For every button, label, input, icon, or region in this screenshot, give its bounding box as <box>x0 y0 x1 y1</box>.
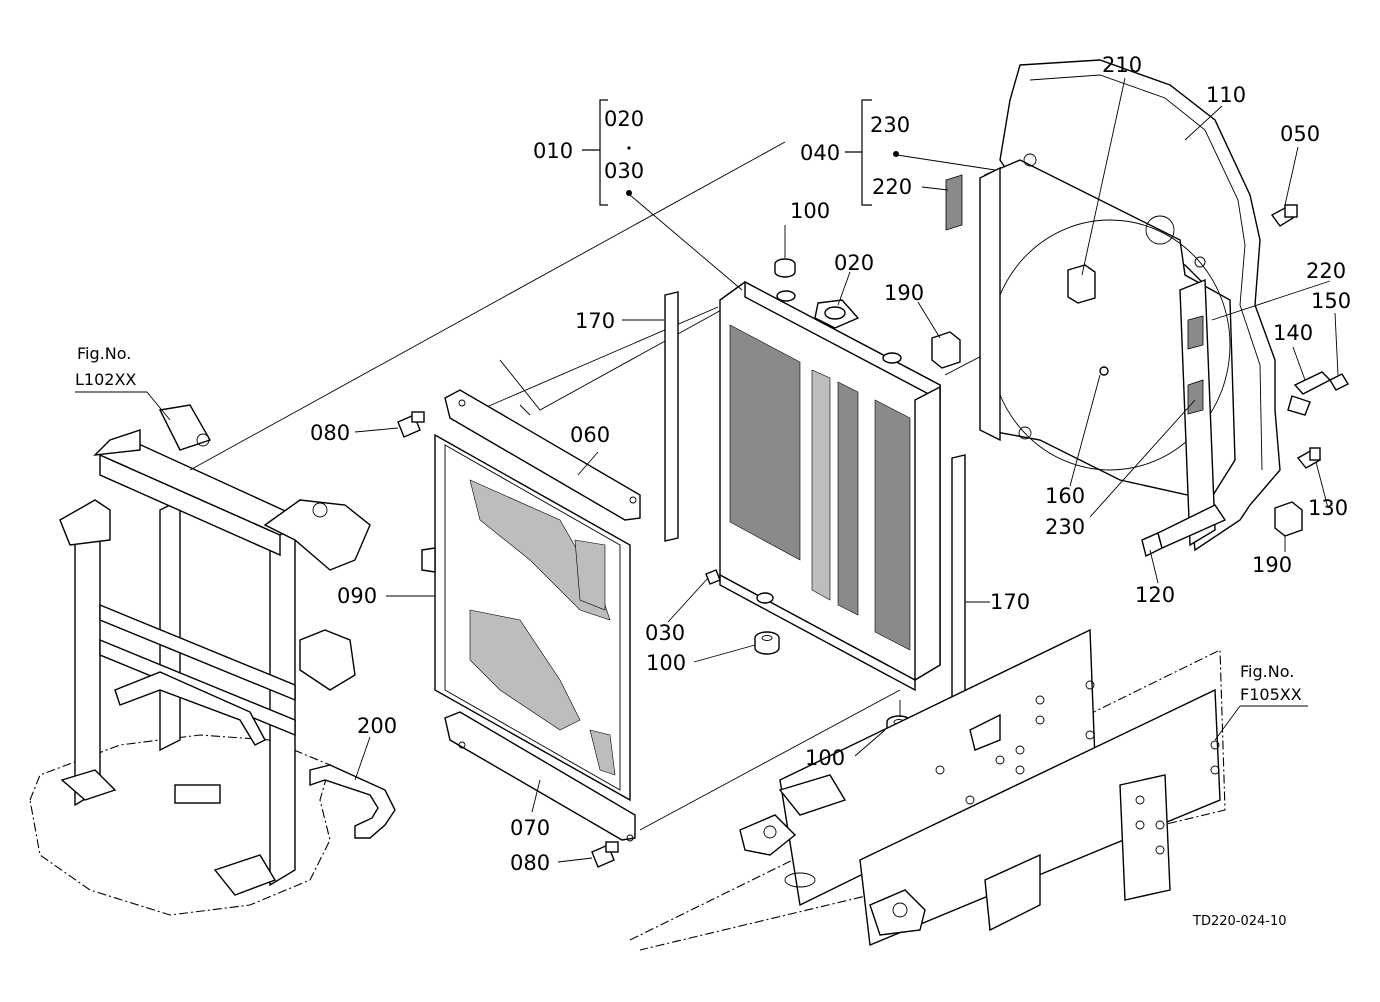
callout-190-top: 190 <box>884 281 924 305</box>
callout-140: 140 <box>1273 321 1313 345</box>
bolt-130 <box>1296 447 1322 469</box>
callout-110: 110 <box>1206 83 1246 107</box>
callout-100-bottom: 100 <box>805 746 845 770</box>
callout-220-right: 220 <box>1306 259 1346 283</box>
fig-ref-f105xx: Fig.No. F105XX <box>1240 662 1302 704</box>
block-190-top <box>931 331 961 369</box>
callout-070: 070 <box>510 816 550 840</box>
fan-shroud <box>945 59 1281 552</box>
bolt-080-top <box>397 411 425 438</box>
bracket-120 <box>1141 504 1227 558</box>
callout-230: 230 <box>1045 515 1085 539</box>
callout-labels: 010 020 030 040 230 220 210 110 050 100 … <box>310 53 1351 875</box>
callout-100-mid: 100 <box>646 651 686 675</box>
pipe-200 <box>309 764 396 839</box>
callout-130: 130 <box>1308 496 1348 520</box>
callout-090: 090 <box>337 584 377 608</box>
bolt-080-bottom <box>591 841 619 868</box>
callout-170-right: 170 <box>990 590 1030 614</box>
callout-230-group: 230 <box>870 113 910 137</box>
callout-060: 060 <box>570 423 610 447</box>
callout-020: 020 <box>834 251 874 275</box>
callout-030: 030 <box>645 621 685 645</box>
callout-030-group: 030 <box>604 159 644 183</box>
callout-120: 120 <box>1135 583 1175 607</box>
pin-140 <box>1287 371 1332 416</box>
fig-ref-l102xx: Fig.No. L102XX <box>75 344 136 389</box>
bolt-150 <box>1329 373 1349 391</box>
grommet-100-mid <box>754 631 780 655</box>
fig-ref-f105xx-code: F105XX <box>1240 685 1302 704</box>
callout-210: 210 <box>1102 53 1142 77</box>
fig-ref-l102xx-title: Fig.No. <box>77 344 131 363</box>
callout-080-bottom: 080 <box>510 851 550 875</box>
callout-150: 150 <box>1311 289 1351 313</box>
bolt-050 <box>1270 204 1298 227</box>
rail-070 <box>444 711 636 842</box>
callout-200: 200 <box>357 714 397 738</box>
fig-ref-l102xx-code: L102XX <box>75 370 136 389</box>
screen-090 <box>421 433 631 802</box>
block-190-right <box>1274 501 1303 537</box>
leader-dots <box>626 146 899 196</box>
callout-190-right: 190 <box>1252 553 1292 577</box>
fig-ref-f105xx-title: Fig.No. <box>1240 662 1294 681</box>
leader-lines <box>75 77 1339 863</box>
radiator <box>705 280 941 692</box>
callout-160: 160 <box>1045 484 1085 508</box>
cap-100-top <box>774 258 796 278</box>
main-frame <box>629 628 1226 951</box>
callout-050: 050 <box>1280 122 1320 146</box>
seal-170-left <box>664 291 679 542</box>
callout-010: 010 <box>533 139 573 163</box>
seal-170-right <box>951 454 966 701</box>
callout-020-group: 020 <box>604 107 644 131</box>
rail-060 <box>444 389 641 521</box>
callout-100-top: 100 <box>790 199 830 223</box>
callout-040: 040 <box>800 141 840 165</box>
drawing-code: TD220-024-10 <box>1192 914 1287 929</box>
support-frame <box>29 404 371 916</box>
callout-220-group: 220 <box>872 175 912 199</box>
callout-080-top: 080 <box>310 421 350 445</box>
callout-170-left: 170 <box>575 309 615 333</box>
